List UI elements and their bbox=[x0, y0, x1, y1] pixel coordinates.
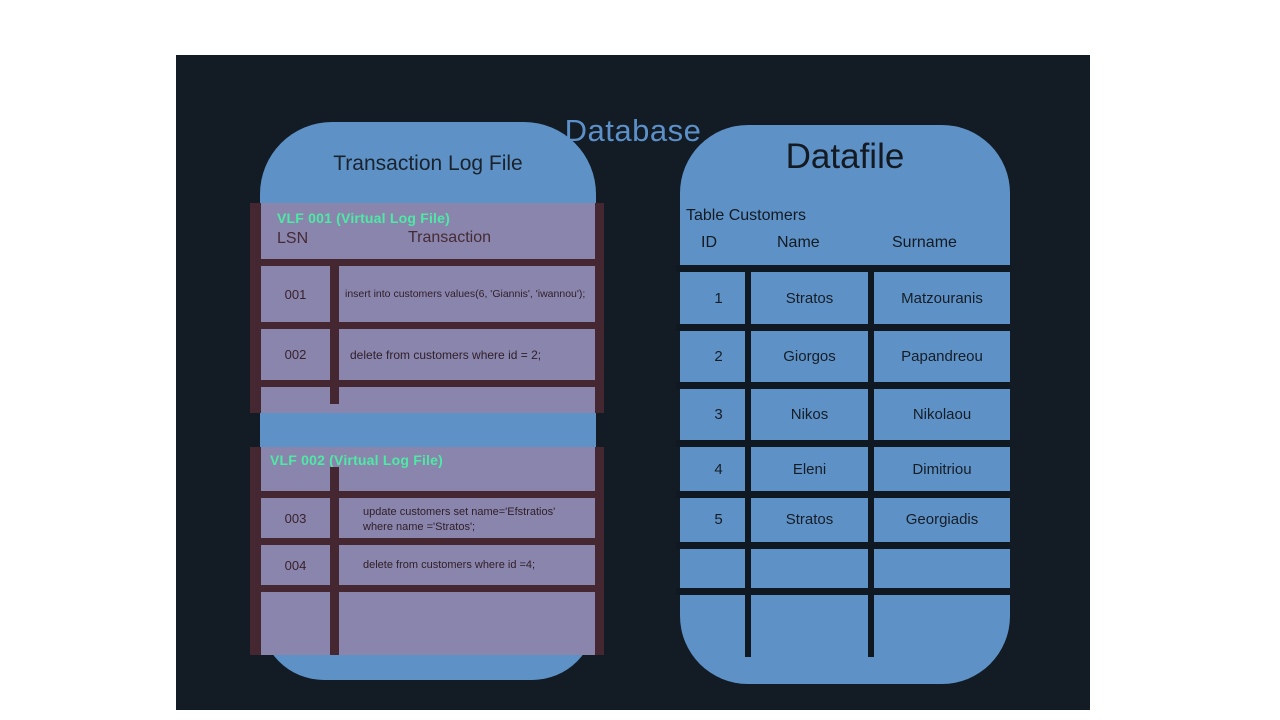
cell-surname: Georgiadis bbox=[905, 511, 979, 528]
transaction-log-file-title: Transaction Log File bbox=[333, 152, 523, 175]
log-grid-line bbox=[261, 538, 595, 545]
cell-surname: Nikolaou bbox=[912, 406, 972, 423]
table-grid-line bbox=[676, 440, 1010, 447]
vlf-001-header: VLF 001 (Virtual Log File) bbox=[277, 210, 450, 226]
log-grid-line bbox=[330, 259, 339, 404]
log-grid-line bbox=[261, 259, 595, 266]
table-grid-line bbox=[676, 265, 1010, 272]
table-grid-line bbox=[676, 324, 1010, 331]
lsn-column-header: LSN bbox=[277, 230, 309, 247]
cell-surname: Dimitriou bbox=[912, 460, 972, 478]
column-header-id: ID bbox=[701, 234, 717, 251]
cell-surname: Matzouranis bbox=[901, 289, 983, 307]
cell-name: Giorgos bbox=[783, 348, 836, 365]
log-row-lsn: 002 bbox=[284, 347, 307, 362]
cell-id: 1 bbox=[714, 289, 723, 307]
table-grid-line bbox=[745, 265, 751, 657]
log-row-sql: update customers set name='Efstratios' w… bbox=[363, 498, 555, 542]
cell-id: 3 bbox=[714, 406, 723, 423]
database-panel: Database Transaction Log File VLF 001 (V… bbox=[176, 55, 1090, 710]
log-row-lsn: 004 bbox=[284, 557, 307, 573]
table-grid-line bbox=[868, 265, 874, 657]
log-row-sql: delete from customers where id =4; bbox=[363, 559, 536, 571]
log-grid-line bbox=[261, 380, 595, 387]
log-row-lsn: 001 bbox=[284, 286, 307, 302]
log-grid-line bbox=[261, 322, 595, 329]
cell-id: 2 bbox=[714, 348, 723, 365]
database-title: Database bbox=[564, 113, 702, 148]
table-customers-label: Table Customers bbox=[686, 207, 807, 224]
log-row-sql-line: update customers set name='Efstratios' bbox=[363, 506, 556, 518]
datafile-title: Datafile bbox=[785, 137, 905, 176]
table-grid-line bbox=[676, 588, 1010, 595]
log-grid-line bbox=[261, 491, 595, 498]
log-row-sql: insert into customers values(6, 'Giannis… bbox=[345, 288, 586, 300]
log-row-sql-line: where name ='Stratos'; bbox=[363, 521, 476, 533]
log-row-lsn: 003 bbox=[284, 510, 307, 526]
table-grid-line bbox=[676, 491, 1010, 498]
column-header-name: Name bbox=[777, 234, 820, 251]
vlf-001-section: VLF 001 (Virtual Log File) LSN Transacti… bbox=[250, 203, 604, 413]
vlf-002-section: VLF 002 (Virtual Log File) 003 update cu… bbox=[250, 447, 604, 655]
log-grid-line bbox=[330, 467, 339, 655]
log-grid-line bbox=[261, 585, 595, 592]
cell-surname: Papandreou bbox=[901, 348, 983, 365]
transaction-column-header: Transaction bbox=[408, 229, 491, 246]
vlf-001-fill bbox=[261, 203, 595, 413]
cell-name: Stratos bbox=[785, 289, 834, 307]
cell-id: 4 bbox=[714, 460, 723, 478]
log-row-sql: delete from customers where id = 2; bbox=[350, 347, 542, 362]
column-header-surname: Surname bbox=[892, 234, 957, 251]
vlf-002-header: VLF 002 (Virtual Log File) bbox=[270, 452, 443, 468]
table-grid-line bbox=[676, 382, 1010, 389]
vlf-002-fill bbox=[261, 447, 595, 655]
cell-name: Eleni bbox=[792, 460, 827, 478]
cell-id: 5 bbox=[714, 511, 723, 528]
cell-name: Nikos bbox=[790, 406, 829, 423]
cell-name: Stratos bbox=[785, 511, 834, 528]
table-grid-line bbox=[676, 542, 1010, 549]
